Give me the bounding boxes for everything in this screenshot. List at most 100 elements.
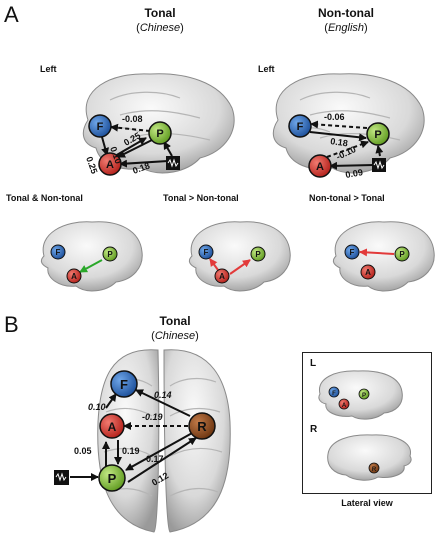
arrow-a-to-p bbox=[114, 137, 147, 157]
input-stimulus-icon bbox=[54, 470, 69, 485]
node-f: F bbox=[50, 244, 66, 260]
brain-lateral-left bbox=[188, 221, 291, 292]
arrow-input-to-a bbox=[329, 161, 375, 170]
weight-r-to-p: 0.17 bbox=[146, 454, 164, 464]
arrow-a-to-f bbox=[105, 393, 117, 409]
weight-p-to-f: -0.06 bbox=[324, 112, 345, 122]
nontonal-title: Non-tonal bbox=[318, 6, 374, 20]
node-a: A bbox=[360, 264, 376, 280]
svg-text:A: A bbox=[219, 272, 225, 281]
arrow-a-to-p bbox=[326, 140, 369, 158]
svg-text:F: F bbox=[297, 121, 304, 133]
lateral-view-inset bbox=[302, 352, 432, 494]
arrow-f-to-p bbox=[309, 131, 367, 142]
panel-b-title: Tonal bbox=[159, 314, 191, 328]
node-p: P bbox=[358, 388, 370, 400]
svg-text:P: P bbox=[107, 250, 113, 259]
node-f: F bbox=[198, 244, 214, 260]
svg-text:A: A bbox=[106, 159, 114, 171]
inset-left-brain: F P A bbox=[318, 370, 403, 420]
node-r: R bbox=[188, 412, 216, 440]
arrow-p-to-f bbox=[310, 120, 368, 129]
svg-text:F: F bbox=[56, 248, 61, 257]
svg-text:A: A bbox=[342, 403, 347, 409]
weight-f-to-p: 0.18 bbox=[330, 136, 349, 148]
arrow-f-to-a bbox=[101, 136, 109, 156]
node-f: F bbox=[288, 114, 312, 138]
weight-r-to-a: -0.19 bbox=[142, 412, 163, 422]
svg-text:F: F bbox=[332, 391, 336, 397]
svg-text:P: P bbox=[156, 128, 163, 140]
weight-input-to-a: 0.09 bbox=[345, 167, 364, 180]
inset-right-brain: R bbox=[327, 434, 412, 481]
weight-a-to-f: 0.25 bbox=[84, 155, 99, 175]
svg-text:R: R bbox=[197, 419, 207, 434]
node-a: A bbox=[308, 154, 332, 178]
panel-a-letter: A bbox=[4, 2, 19, 27]
svg-text:F: F bbox=[350, 248, 355, 257]
node-a: A bbox=[66, 268, 82, 284]
panel-b-letter: B bbox=[4, 312, 19, 337]
svg-text:P: P bbox=[374, 129, 381, 141]
arrow-input-to-a bbox=[119, 159, 169, 168]
node-a: A bbox=[98, 152, 122, 176]
node-f: F bbox=[88, 114, 112, 138]
arrow-r-to-f bbox=[135, 389, 191, 417]
svg-text:F: F bbox=[97, 121, 104, 133]
brain-lateral-right bbox=[327, 434, 412, 481]
inset-caption: Lateral view bbox=[341, 498, 393, 508]
panel-b-language: (Chinese) bbox=[151, 330, 199, 342]
node-p: P bbox=[394, 246, 410, 262]
svg-text:F: F bbox=[120, 377, 128, 392]
tonal-hemisphere-label: Left bbox=[40, 64, 57, 74]
weight-p-to-a: 0.05 bbox=[74, 446, 92, 456]
node-a: A bbox=[99, 413, 125, 439]
dorsal-network-diagram: F A P R 0.10 0.14 -0.19 0.05 0.19 0.17 0… bbox=[54, 349, 231, 533]
node-a: A bbox=[214, 268, 230, 284]
comparison-label-tonal-gt: Tonal > Non-tonal bbox=[163, 193, 239, 203]
svg-text:R: R bbox=[372, 467, 377, 473]
tonal-language: (Chinese) bbox=[136, 22, 184, 34]
arrow-a-to-f-red bbox=[209, 258, 219, 271]
arrow-p-to-f-red bbox=[359, 248, 395, 257]
comparison-tonal-gt-diagram: F P A bbox=[188, 221, 291, 292]
arrow-p-to-a-green bbox=[79, 259, 103, 273]
node-p: P bbox=[250, 246, 266, 262]
svg-text:A: A bbox=[71, 272, 77, 281]
svg-text:P: P bbox=[255, 250, 261, 259]
svg-text:F: F bbox=[204, 248, 209, 257]
input-stimulus-icon bbox=[372, 158, 386, 172]
brain-lateral-left bbox=[40, 221, 143, 292]
comparison-both-diagram: F P A bbox=[40, 221, 143, 292]
node-p: P bbox=[148, 121, 172, 145]
arrow-p-to-r bbox=[127, 437, 197, 483]
weight-a-to-p: 0.19 bbox=[122, 446, 140, 456]
brain-lateral-left bbox=[272, 73, 425, 174]
brain-lateral-left bbox=[332, 221, 435, 292]
inset-right-label: R bbox=[310, 424, 318, 435]
nontonal-hemisphere-label: Left bbox=[258, 64, 275, 74]
svg-text:A: A bbox=[316, 161, 324, 173]
nontonal-language: (English) bbox=[324, 22, 368, 34]
tonal-network-diagram: F P A -0.08 0.10 0.25 0.25 0.18 bbox=[82, 73, 235, 176]
node-a: A bbox=[338, 398, 350, 410]
svg-text:A: A bbox=[365, 268, 371, 277]
svg-text:P: P bbox=[399, 250, 405, 259]
node-p: P bbox=[366, 122, 390, 146]
weight-a-to-f: 0.10 bbox=[88, 402, 106, 412]
node-p: P bbox=[102, 246, 118, 262]
inset-left-label: L bbox=[310, 358, 317, 369]
comparison-nontonal-gt-diagram: F P A bbox=[332, 221, 435, 292]
weight-r-to-f: 0.14 bbox=[154, 390, 172, 400]
arrow-r-to-p bbox=[125, 431, 195, 471]
node-f: F bbox=[344, 244, 360, 260]
svg-text:P: P bbox=[108, 471, 117, 486]
arrow-input-to-p bbox=[163, 141, 173, 157]
tonal-title: Tonal bbox=[144, 6, 176, 20]
svg-text:P: P bbox=[362, 393, 366, 399]
arrow-input-to-p bbox=[375, 145, 384, 157]
svg-text:A: A bbox=[108, 420, 117, 434]
node-r: R bbox=[368, 462, 380, 474]
node-p: P bbox=[98, 464, 126, 492]
node-f: F bbox=[328, 386, 340, 398]
